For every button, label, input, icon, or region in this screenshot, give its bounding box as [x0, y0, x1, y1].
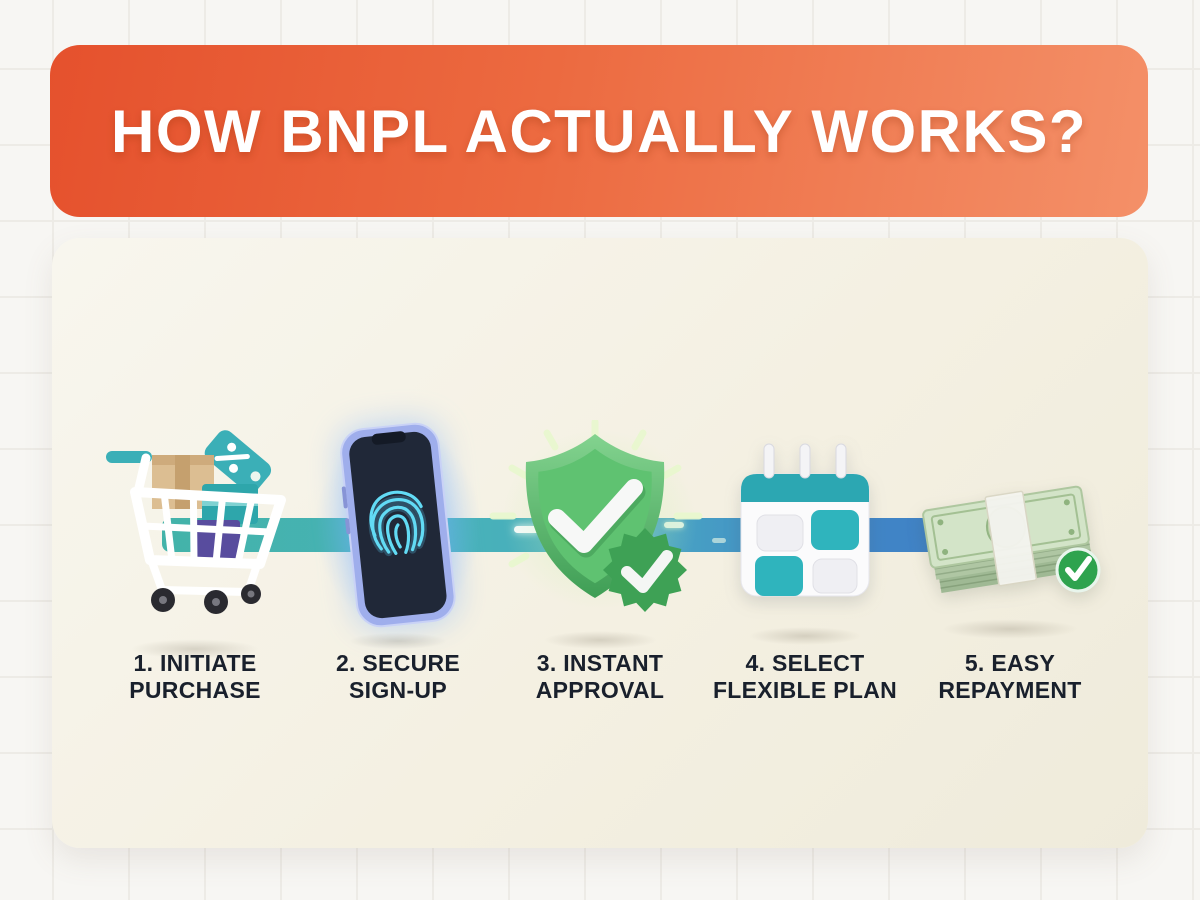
paid-check-icon	[1055, 547, 1101, 593]
calendar-icon	[725, 436, 885, 611]
money-ground-shadow	[920, 616, 1100, 642]
step-label-instant-approval: 3. INSTANT APPROVAL	[535, 650, 665, 703]
cash-stack-icon	[908, 460, 1108, 610]
phone-ground-shadow	[333, 630, 463, 652]
shield-check-icon	[485, 420, 715, 635]
header-banner: HOW BNPL ACTUALLY WORKS?	[50, 45, 1148, 217]
steps-panel: 1. INITIATE PURCHASE 2. SECURE SIGN-UP 3…	[52, 238, 1148, 848]
step-label-initiate-purchase: 1. INITIATE PURCHASE	[129, 650, 261, 703]
calendar-ground-shadow	[730, 624, 880, 648]
shopping-cart-icon	[88, 428, 303, 648]
fingerprint-phone-icon	[333, 421, 463, 631]
page-title: HOW BNPL ACTUALLY WORKS?	[111, 97, 1087, 165]
step-label-easy-repayment: 5. EASY REPAYMENT	[938, 650, 1082, 703]
step-label-secure-sign-up: 2. SECURE SIGN-UP	[335, 650, 461, 703]
cart-ground-shadow	[110, 636, 280, 662]
step-label-select-flexible-plan: 4. SELECT FLEXIBLE PLAN	[712, 650, 898, 703]
